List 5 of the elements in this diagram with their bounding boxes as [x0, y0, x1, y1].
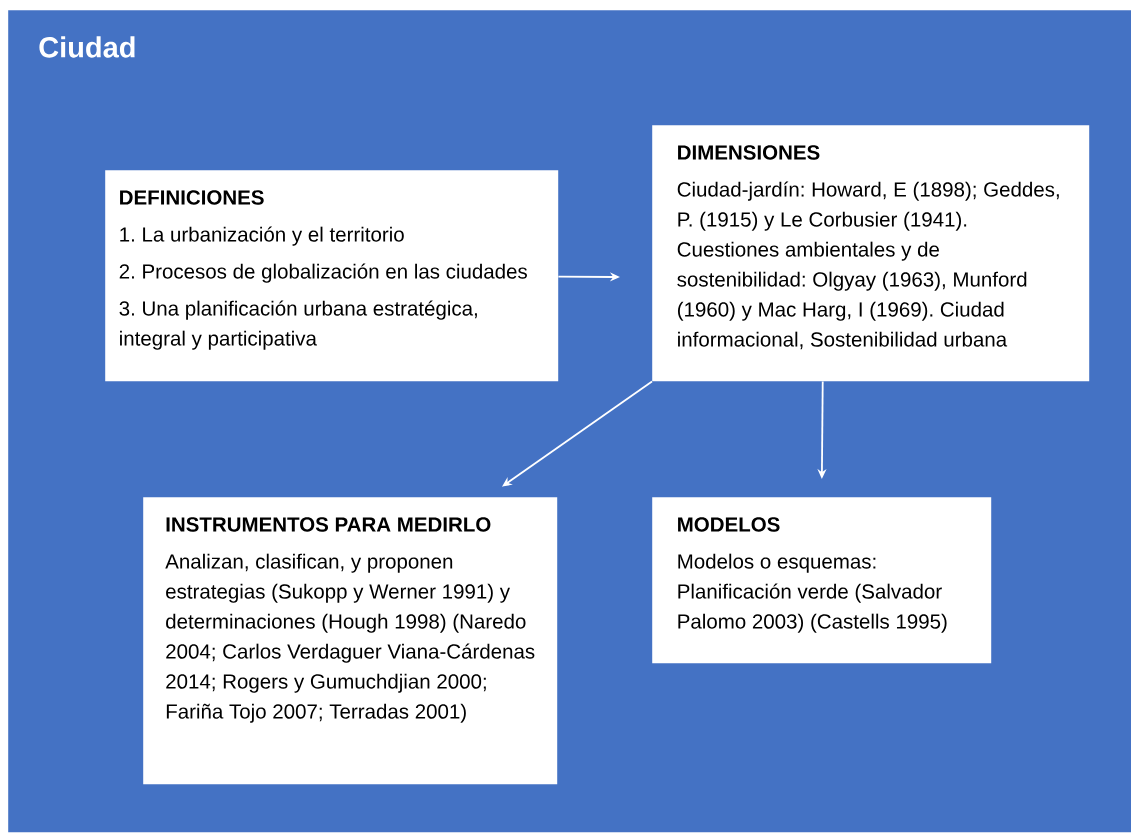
text-box: INSTRUMENTOS PARA MEDIRLO Analizan, clasifican, y proponen estrategias (Sukopp y Werner 1991) y determinaciones (Hough 1998) (Naredo 2004; Carlos Verdaguer Viana-Cárdenas 2014; Rogers y Gumuchdjian 2000; Fariña Tojo 2007; Terradas 2001) [143, 497, 558, 785]
text-box: DIMENSIONES Ciudad-jardín: Howard, E (1898); Geddes, P. (1915) y Le Corbusier (1941). Cuestiones ambientales y de sostenibilidad: Olgyay (1963), Munford (1960) y Mac Harg, I (1969). Ciudad informacional, Sostenibilidad urbana [652, 125, 1090, 382]
text-box: DEFINICIONES 1. La urbanización y el territorio 2. Procesos de globalización en las ciudades 3. Una planificación urbana estratégica, integral y participativa [105, 170, 559, 382]
panel-title: Ciudad [39, 36, 135, 58]
text-box: MODELOS Modelos o esquemas: Planificación verde (Salvador Palomo 2003) (Castells 1995) [652, 497, 992, 664]
